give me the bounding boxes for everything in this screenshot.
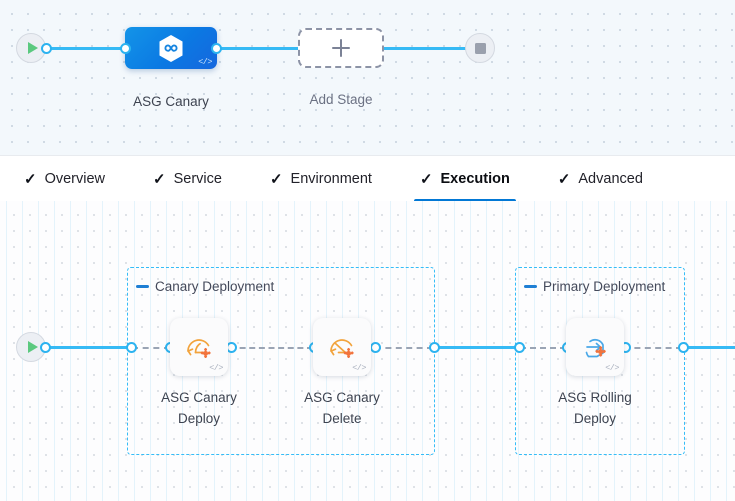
execution-graph-canvas[interactable]: Canary Deployment Primary Deployment xyxy=(0,201,735,501)
group-title-canary-deployment: Canary Deployment xyxy=(155,279,275,294)
tab-overview[interactable]: ✓ Overview xyxy=(18,157,111,201)
edge-start-to-canary-group xyxy=(42,346,130,349)
step-label-line1: ASG Rolling xyxy=(558,390,632,405)
collapse-dash-icon[interactable] xyxy=(524,285,537,288)
play-icon xyxy=(27,341,38,353)
tab-service[interactable]: ✓ Service xyxy=(147,157,228,201)
stage-graph-canvas[interactable]: </> ASG Canary Add Stage xyxy=(0,0,735,155)
stage-code-tag: </> xyxy=(198,57,212,67)
step-label-line1: ASG Canary xyxy=(304,390,380,405)
step-code-tag: </> xyxy=(209,363,223,373)
tab-execution-label: Execution xyxy=(440,171,510,187)
collapse-dash-icon[interactable] xyxy=(136,285,149,288)
tab-execution[interactable]: ✓ Execution xyxy=(413,157,516,202)
asg-rolling-deploy-icon xyxy=(585,338,606,358)
step-group-primary-deployment[interactable] xyxy=(515,267,685,455)
harness-hexagon-icon xyxy=(158,34,184,63)
step-code-tag: </> xyxy=(605,363,619,373)
step-group-canary-deployment[interactable] xyxy=(127,267,435,455)
primary-group-output-port[interactable] xyxy=(678,342,689,353)
check-icon: ✓ xyxy=(153,170,166,188)
group-title-primary-deployment: Primary Deployment xyxy=(543,279,666,294)
stage-config-tabs: ✓ Overview ✓ Service ✓ Environment ✓ Exe… xyxy=(0,155,735,202)
edge-start-to-asg-canary xyxy=(44,47,134,50)
check-icon: ✓ xyxy=(24,170,37,188)
tab-advanced[interactable]: ✓ Advanced xyxy=(552,157,649,201)
edge-dashed-deploy-to-delete xyxy=(230,347,313,349)
add-stage-label: Add Stage xyxy=(309,92,373,107)
plus-icon xyxy=(332,39,350,57)
tab-overview-label: Overview xyxy=(44,171,106,187)
tab-advanced-label: Advanced xyxy=(578,171,643,187)
step-node-asg-canary-delete[interactable]: </> xyxy=(313,318,371,376)
step-label-line2: Deploy xyxy=(573,411,617,426)
check-icon: ✓ xyxy=(269,170,283,188)
group-label-canary-deployment[interactable]: Canary Deployment xyxy=(136,279,274,294)
primary-group-input-port[interactable] xyxy=(514,342,525,353)
tab-service-label: Service xyxy=(173,171,222,187)
pipeline-end-node[interactable] xyxy=(465,33,495,63)
edge-primary-group-to-next xyxy=(682,346,735,349)
canary-group-input-port[interactable] xyxy=(126,342,137,353)
edge-dashed-rolling-to-group-out xyxy=(624,347,682,349)
asg-canary-delete-output-port[interactable] xyxy=(370,342,381,353)
asg-canary-delete-icon xyxy=(330,339,354,359)
pipeline-start-node[interactable] xyxy=(16,33,46,63)
edge-dashed-group-in-to-rolling xyxy=(520,347,566,349)
execution-start-output-port[interactable] xyxy=(40,342,51,353)
edge-canary-group-to-primary-group xyxy=(433,346,520,349)
asg-canary-deploy-icon xyxy=(187,339,211,359)
edge-dashed-delete-to-group-out xyxy=(375,347,433,349)
step-label-line2: Delete xyxy=(322,411,362,426)
start-node-output-port[interactable] xyxy=(41,43,52,54)
group-label-primary-deployment[interactable]: Primary Deployment xyxy=(524,279,665,294)
tab-environment-label: Environment xyxy=(290,171,372,187)
step-node-asg-rolling-deploy[interactable]: </> xyxy=(566,318,624,376)
step-node-asg-canary-deploy[interactable]: </> xyxy=(170,318,228,376)
canary-group-output-port[interactable] xyxy=(429,342,440,353)
check-icon: ✓ xyxy=(557,170,571,188)
check-icon: ✓ xyxy=(419,170,433,188)
step-label-asg-canary-delete: ASG Canary Delete xyxy=(282,387,402,429)
edge-add-stage-to-end xyxy=(380,47,472,50)
step-label-asg-rolling-deploy: ASG Rolling Deploy xyxy=(535,387,655,429)
edge-dashed-group-in-to-deploy xyxy=(132,347,170,349)
asg-canary-input-port[interactable] xyxy=(120,43,131,54)
add-stage-button[interactable] xyxy=(298,28,384,68)
step-label-asg-canary-deploy: ASG Canary Deploy xyxy=(139,387,259,429)
stage-label-asg-canary: ASG Canary xyxy=(133,94,209,109)
step-code-tag: </> xyxy=(352,363,366,373)
stop-icon xyxy=(474,42,486,54)
asg-canary-output-port[interactable] xyxy=(211,43,222,54)
step-label-line2: Deploy xyxy=(177,411,221,426)
stage-node-asg-canary[interactable]: </> xyxy=(125,27,217,69)
tab-environment[interactable]: ✓ Environment xyxy=(264,157,378,201)
step-label-line1: ASG Canary xyxy=(161,390,237,405)
play-icon xyxy=(27,42,38,54)
edge-asg-canary-to-add-stage xyxy=(212,47,308,50)
